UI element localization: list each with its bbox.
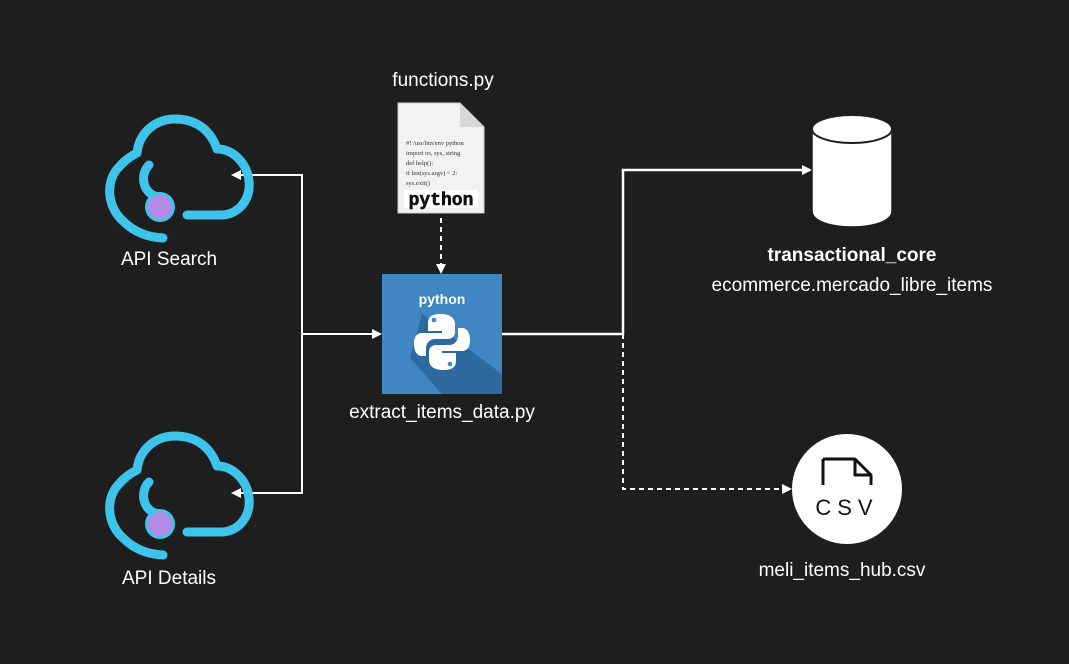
file-python-badge: python (409, 191, 474, 211)
api-search-label: API Search (120, 249, 218, 270)
api-search-connector (231, 170, 303, 334)
api-search-cloud-icon[interactable] (105, 114, 254, 243)
csv-file-label: meli_items_hub.csv (758, 560, 926, 581)
python-logo-text: python (419, 291, 466, 307)
database-title: transactional_core (767, 245, 937, 266)
csv-file-icon[interactable]: CSV (792, 434, 902, 544)
csv-icon-text: CSV (815, 495, 878, 520)
file-line-5: sys.exit() (406, 180, 430, 187)
file-line-1: #! /usr/bin/env python (406, 140, 465, 147)
database-subtitle: ecommerce.mercado_libre_items (711, 275, 993, 296)
python-file-icon[interactable]: #! /usr/bin/env python import os, sys, s… (397, 102, 485, 214)
file-line-4: if len(sys.argv) < 2: (406, 170, 457, 177)
to-database-connector (502, 165, 812, 336)
python-script-icon[interactable]: python (382, 274, 502, 394)
database-icon[interactable] (811, 114, 893, 228)
api-details-label: API Details (122, 568, 216, 589)
file-line-3: def help(): (406, 160, 433, 167)
python-logo-icon (414, 314, 470, 370)
api-details-connector (231, 334, 303, 498)
file-line-2: import os, sys, string (406, 150, 461, 157)
to-csv-connector (622, 334, 792, 494)
api-details-cloud-icon[interactable] (105, 431, 254, 560)
connectors (231, 165, 812, 498)
python-script-label: extract_items_data.py (349, 402, 535, 423)
functions-file-label: functions.py (392, 70, 494, 91)
